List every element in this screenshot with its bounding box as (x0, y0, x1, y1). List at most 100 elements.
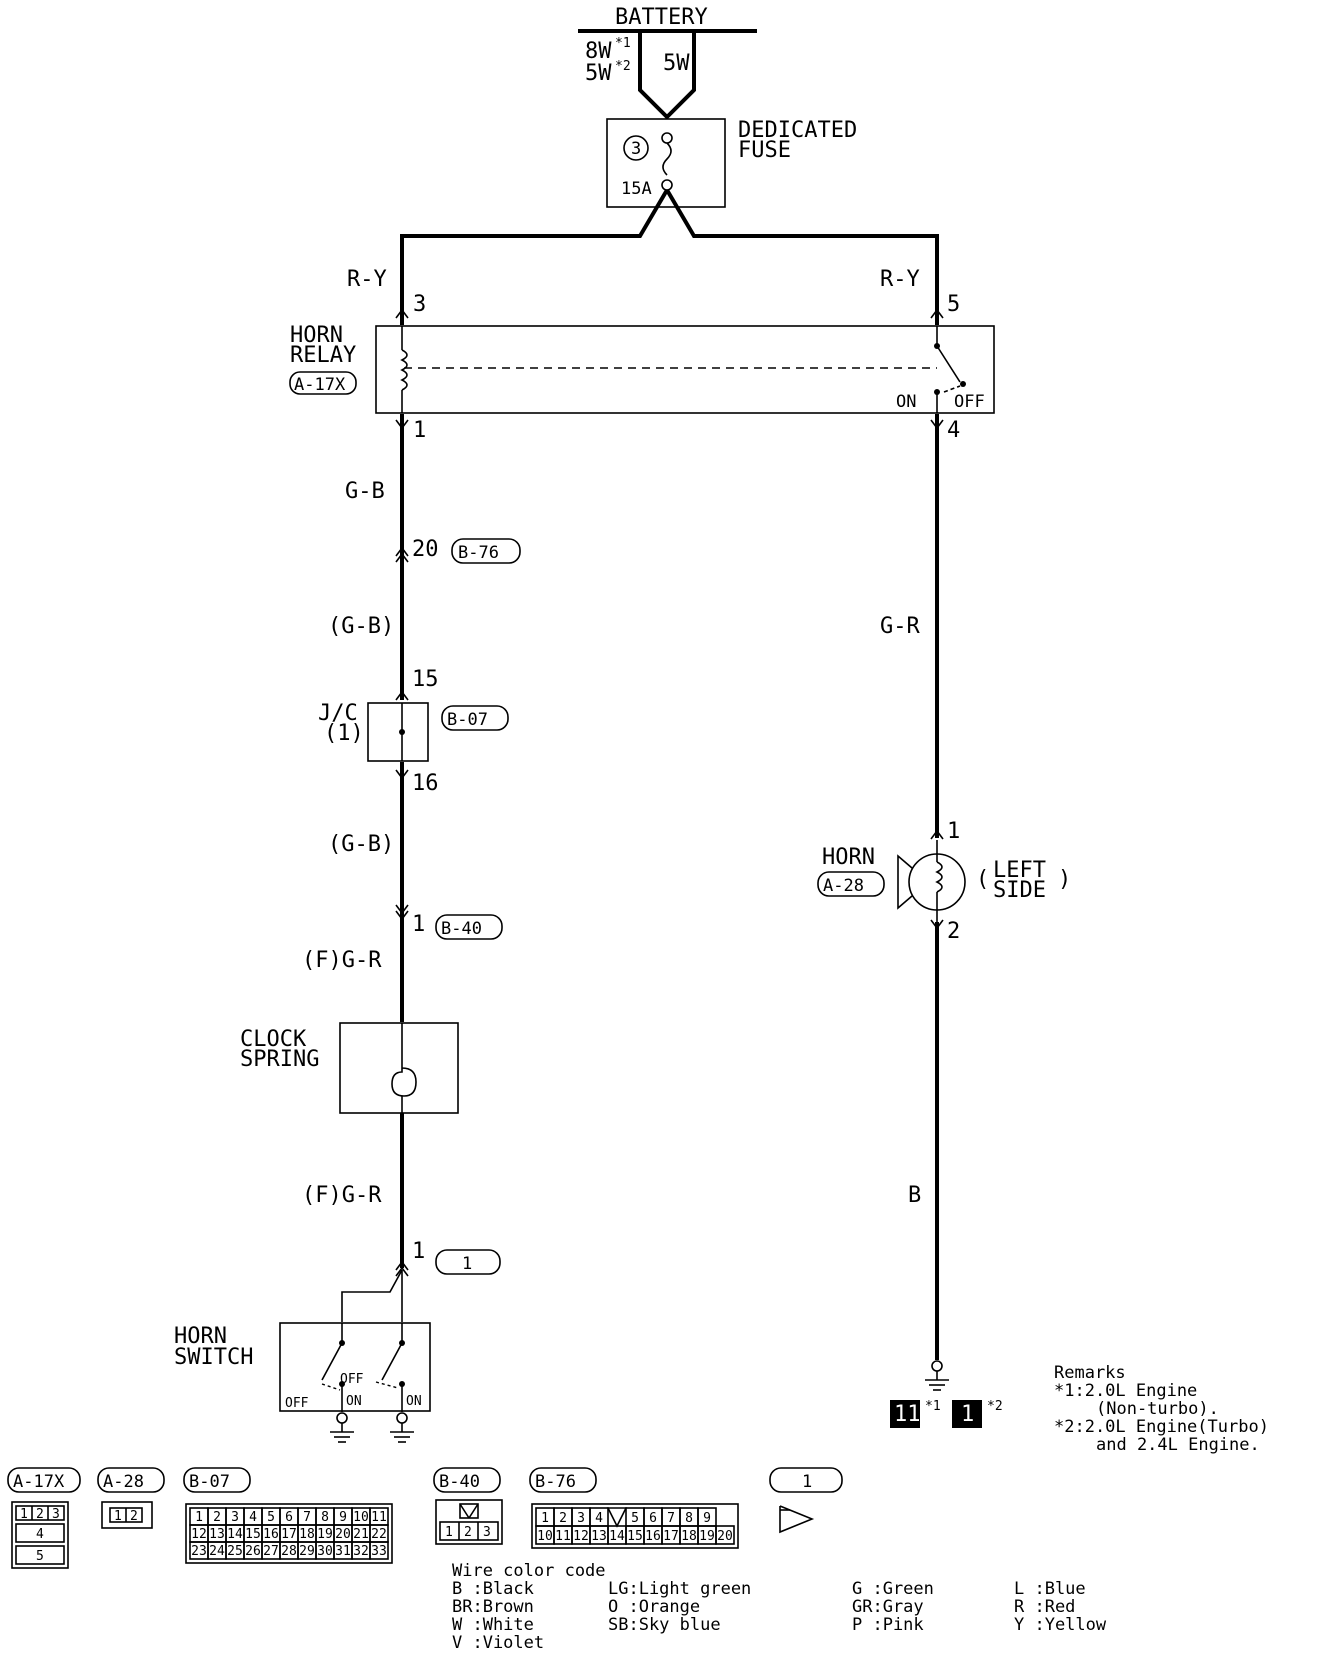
remarks-line-3: *2:2.0L Engine(Turbo) (1054, 1417, 1269, 1437)
b76-pin-8: 8 (685, 1511, 693, 1526)
b76-pin-10: 10 (537, 1529, 553, 1544)
b07-pin-20: 20 (335, 1527, 351, 1542)
ground-code-2: 1 (961, 1402, 974, 1427)
svg-text:P :Pink: P :Pink (852, 1615, 924, 1635)
relay-on-label: ON (896, 392, 916, 412)
svg-text:1: 1 (20, 1507, 28, 1522)
b07-pin-33: 33 (371, 1544, 387, 1559)
wire-fuse-to-relay-5 (665, 188, 939, 325)
b07-tag-label: B-07 (447, 710, 488, 730)
b76-pin-15: 15 (627, 1529, 643, 1544)
horn-symbol (897, 840, 966, 922)
horn-switch-label-2: SWITCH (174, 1345, 253, 1370)
svg-text:*1: *1 (615, 36, 631, 51)
fuse-title-1: DEDICATED (738, 118, 857, 143)
ground-code-2-box (952, 1400, 982, 1428)
clock-spring-box (339, 1022, 459, 1114)
b07-pin-7: 7 (303, 1510, 311, 1525)
relay-pin-4: 4 (947, 418, 960, 443)
jc-label-1: J/C (318, 701, 358, 726)
c1-tag (435, 1249, 501, 1275)
b07-view-tag (183, 1467, 251, 1493)
b07-pin-30: 30 (317, 1544, 333, 1559)
b76-pin-9: 9 (703, 1511, 711, 1526)
jc-pin-in: 15 (412, 667, 439, 692)
battery-wire-5w: 5W (585, 61, 612, 86)
b76-pin-12: 12 (573, 1529, 589, 1544)
b07-pin-9: 9 (339, 1510, 347, 1525)
svg-text:4: 4 (36, 1527, 44, 1542)
horn-side-1: LEFT (993, 858, 1046, 883)
b76-pin-11: 11 (555, 1529, 571, 1544)
b76-tag (451, 538, 521, 564)
svg-text:5: 5 (36, 1549, 44, 1564)
horn-switch-box (279, 1322, 431, 1412)
b07-pin-6: 6 (285, 1510, 293, 1525)
b76-pin-20: 20 (717, 1529, 733, 1544)
relay-title-1: HORN (290, 323, 343, 348)
b07-pin-5: 5 (267, 1510, 275, 1525)
relay-coil (400, 349, 408, 391)
svg-text:SB:Sky blue: SB:Sky blue (608, 1615, 721, 1635)
wire-label-gb: G-B (345, 479, 385, 504)
relay-contact (936, 345, 961, 383)
svg-text:3: 3 (52, 1507, 60, 1522)
svg-text:Y :Yellow: Y :Yellow (1014, 1615, 1107, 1635)
fuse-element (662, 142, 672, 176)
b07-pin-2: 2 (213, 1510, 221, 1525)
b40-connector-face (435, 1499, 503, 1545)
fuse-number-circle (623, 135, 649, 161)
a28-view-label: A-28 (103, 1472, 144, 1492)
wire-label-gr: G-R (880, 614, 920, 639)
b76-pin-1: 1 (541, 1511, 549, 1526)
horn-side-2: SIDE (993, 878, 1046, 903)
svg-text:*2: *2 (615, 59, 631, 74)
clock-spring-coil (391, 1023, 417, 1097)
ground-note-2: *2 (987, 1399, 1003, 1414)
b76-pin-18: 18 (681, 1529, 697, 1544)
b40-tag (435, 914, 503, 940)
svg-text:R :Red: R :Red (1014, 1597, 1075, 1617)
svg-text:O :Orange: O :Orange (608, 1597, 700, 1617)
svg-text:(: ( (976, 867, 989, 892)
b40-tag-label: B-40 (441, 919, 482, 939)
svg-text:2: 2 (464, 1525, 472, 1540)
horn-pin-1: 1 (947, 819, 960, 844)
b76-pin-13: 13 (591, 1529, 607, 1544)
b40-pin: 1 (412, 912, 425, 937)
b76-pin-6: 6 (649, 1511, 657, 1526)
remarks-line-4: and 2.4L Engine. (1096, 1435, 1260, 1455)
b07-pin-21: 21 (353, 1527, 369, 1542)
c1-tag-label: 1 (462, 1254, 472, 1274)
relay-title-2: RELAY (290, 343, 356, 368)
c1-pin: 1 (412, 1239, 425, 1264)
remarks-line-2: (Non-turbo). (1096, 1399, 1219, 1419)
fuse-number: 3 (631, 139, 641, 159)
svg-text:B :Black: B :Black (452, 1579, 534, 1599)
relay-connector-tag (289, 371, 357, 395)
color-code-title: Wire color code (452, 1561, 606, 1581)
switch-off-2: OFF (340, 1372, 364, 1387)
a28-connector-face (101, 1501, 153, 1529)
svg-text:LG:Light green: LG:Light green (608, 1579, 751, 1599)
b76-pin-14: 14 (609, 1529, 625, 1544)
b07-pin-25: 25 (227, 1544, 243, 1559)
b07-pin-23: 23 (191, 1544, 207, 1559)
battery-wire-8w: 8W (585, 39, 612, 64)
wire-label-fgr-1: (F)G-R (302, 948, 382, 973)
svg-text:1: 1 (445, 1525, 453, 1540)
c1-view-tag (769, 1467, 843, 1493)
horn-connector-tag (817, 871, 885, 897)
battery-wire-5w-right: 5W (663, 51, 690, 76)
b07-view-label: B-07 (189, 1472, 230, 1492)
b07-pin-19: 19 (317, 1527, 333, 1542)
svg-text:): ) (1058, 867, 1071, 892)
b07-pin-18: 18 (299, 1527, 315, 1542)
b76-pin: 20 (412, 537, 439, 562)
svg-text:GR:Gray: GR:Gray (852, 1597, 924, 1617)
svg-text:3: 3 (483, 1525, 491, 1540)
horn-title: HORN (822, 845, 875, 870)
b07-pin-4: 4 (249, 1510, 257, 1525)
b76-tag-label: B-76 (458, 543, 499, 563)
